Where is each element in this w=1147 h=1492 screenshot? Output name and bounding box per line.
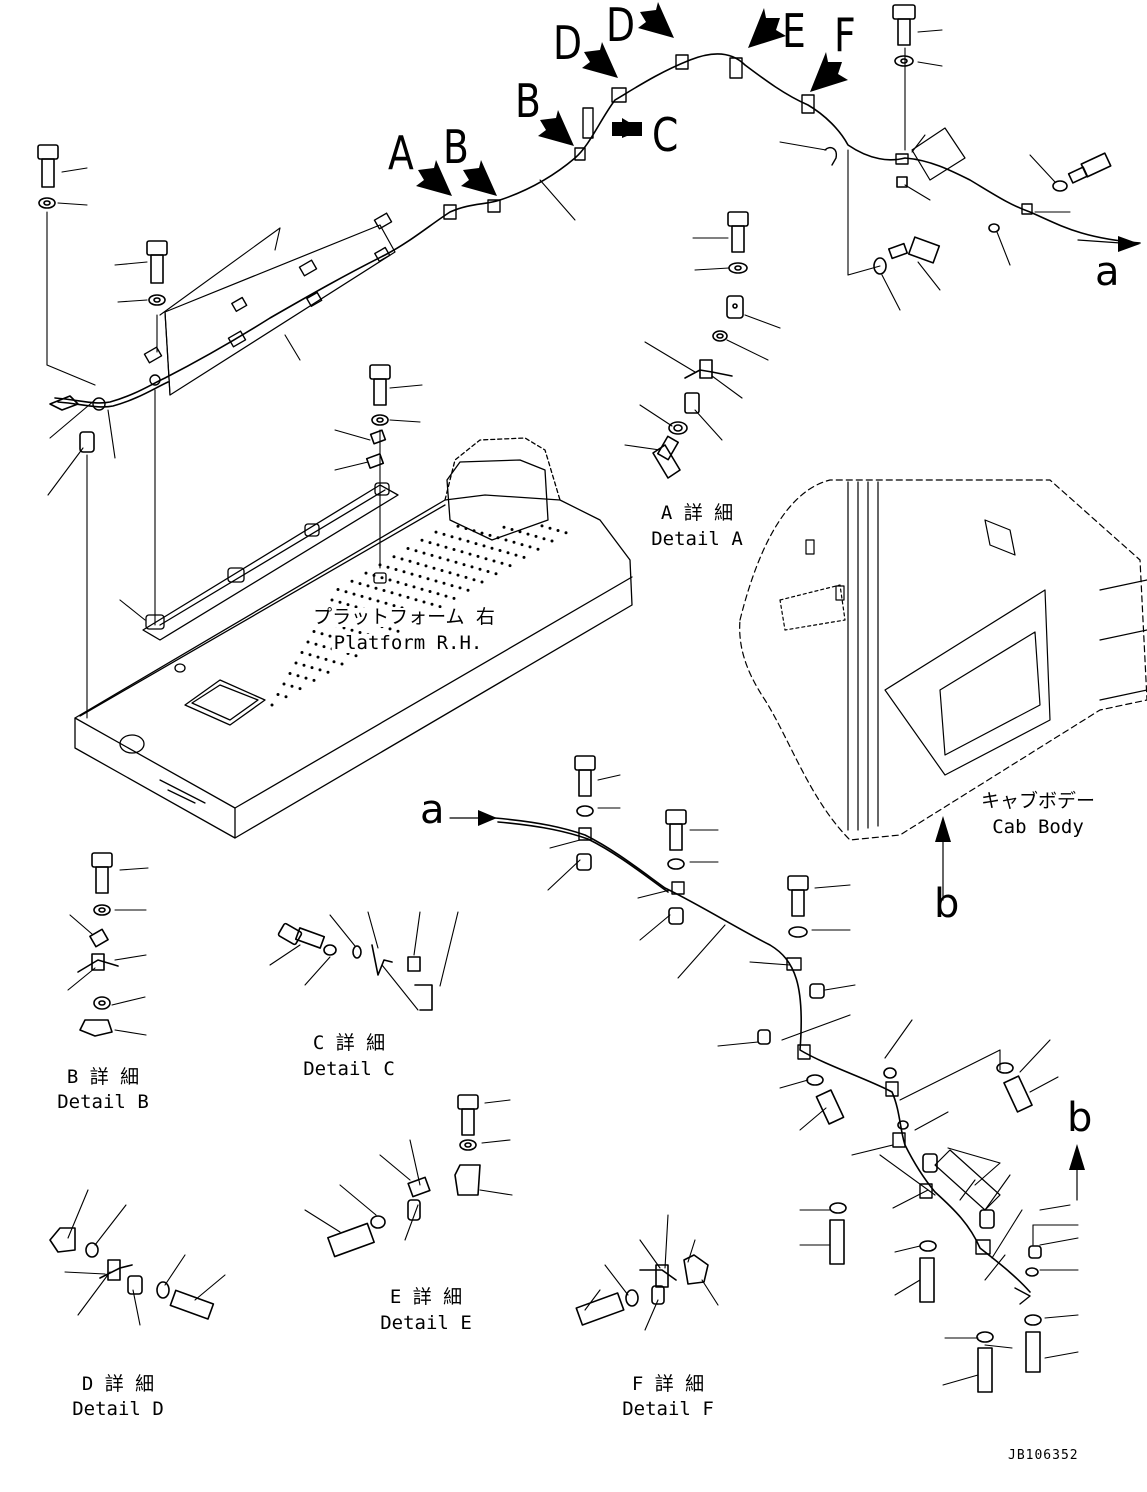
harness-lower-2: [497, 821, 669, 893]
platform-label-jp: プラットフォーム 右: [311, 606, 497, 628]
view-label-d-2: D: [606, 0, 636, 52]
cover-plate-upper: [164, 224, 396, 396]
detail-e-caption-en: Detail E: [380, 1312, 472, 1334]
detail-f-art: [575, 1254, 709, 1326]
bolts-lower: [574, 755, 1042, 1393]
view-arrows: [416, 2, 848, 196]
detail-d-caption-jp: D 詳 細: [81, 1373, 155, 1395]
connector-a-top: a: [1095, 249, 1120, 295]
view-label-d-1: D: [553, 16, 583, 70]
detail-d-art: [49, 1227, 215, 1320]
view-label-a: A: [388, 126, 414, 180]
detail-d-caption-en: Detail D: [72, 1398, 164, 1420]
bolt-upper-left-1: [37, 144, 59, 209]
detail-b-art: [77, 852, 119, 1037]
view-label-b-1: B: [443, 120, 469, 174]
view-label-c: C: [652, 108, 679, 162]
detail-b-caption-jp: B 詳 細: [66, 1066, 140, 1088]
detail-a-caption-en: Detail A: [651, 528, 743, 550]
clamps-lower: [578, 827, 1031, 1305]
view-label-e: E: [782, 4, 806, 58]
detail-a-caption-jp: A 詳 細: [660, 502, 734, 524]
harness-lower: [494, 817, 1031, 1293]
detail-e-caption-jp: E 詳 細: [389, 1286, 463, 1308]
leader-lines: [47, 29, 1079, 1386]
connector-b-cab: b: [934, 881, 960, 927]
detail-c-caption-jp: C 詳 細: [312, 1032, 386, 1054]
detail-f-caption-en: Detail F: [622, 1398, 714, 1420]
detail-e-art: [327, 1094, 481, 1258]
bolt-top-right: [892, 4, 916, 188]
connector-b-side: b: [1067, 1095, 1093, 1141]
bolt-mid-upper: [365, 364, 391, 469]
cab-body-label-jp: キャブボデー: [978, 790, 1098, 812]
bolt-right-side: [873, 152, 1112, 275]
harness-upper: [54, 53, 1141, 404]
detail-c-art: [277, 922, 433, 1011]
connector-arrows: [449, 236, 1140, 1201]
bolt-upper-left-2: [146, 240, 168, 306]
drawing-code: JB106352: [1008, 1448, 1079, 1463]
view-label-f: F: [834, 8, 856, 62]
detail-f-caption-jp: F 詳 細: [631, 1373, 705, 1395]
harness-upper-2: [57, 381, 169, 408]
cab-body-label-en: Cab Body: [990, 816, 1086, 838]
connector-a-bottom: a: [420, 787, 445, 833]
detail-b-caption-en: Detail B: [57, 1091, 149, 1113]
platform-art: [74, 437, 633, 839]
clamps-upper: [92, 54, 1033, 411]
detail-a-art: [652, 211, 749, 479]
cover-plate-f: [911, 127, 966, 181]
cab-body-art: [739, 479, 1147, 841]
platform-label-en: Platform R.H.: [331, 632, 485, 654]
view-label-b-2: B: [515, 74, 541, 128]
detail-c-caption-en: Detail C: [303, 1058, 395, 1080]
